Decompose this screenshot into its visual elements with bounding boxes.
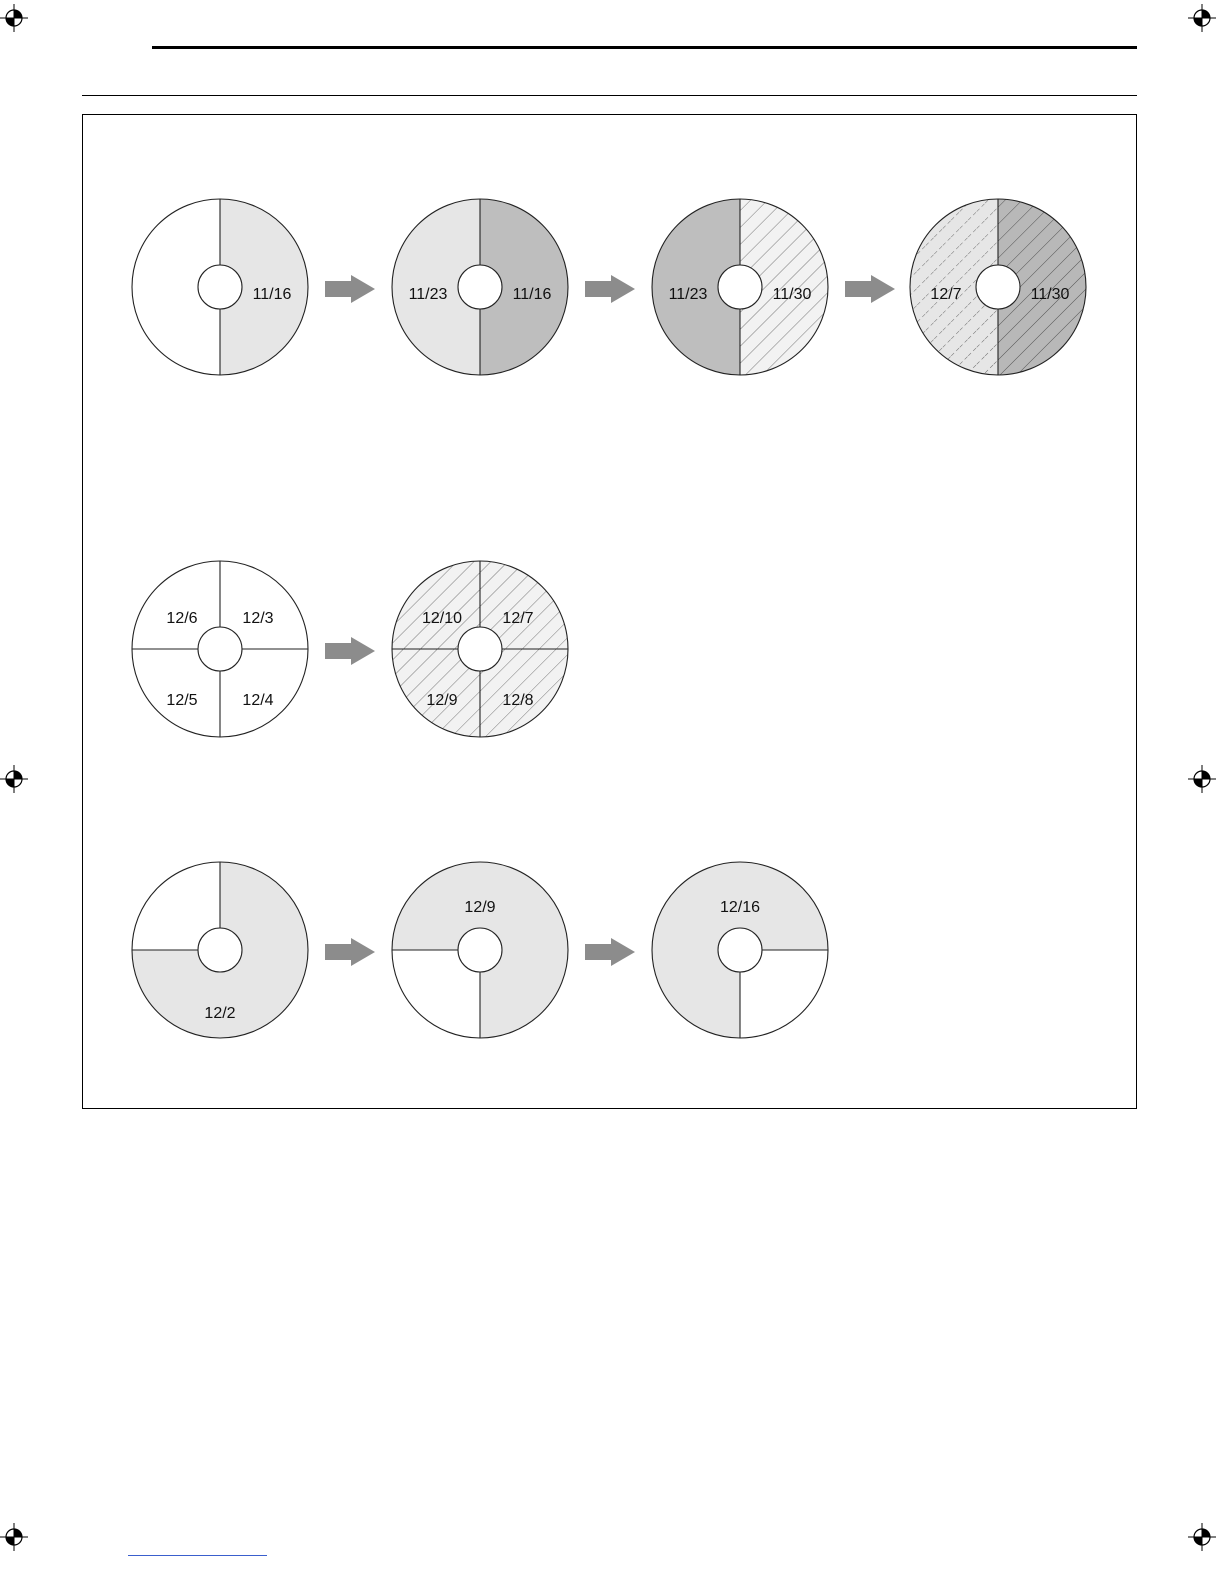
disc-center-hole [458,627,502,671]
disc-date-label: 12/4 [242,692,273,709]
disc-center-hole [198,265,242,309]
disc-center-hole [976,265,1020,309]
arrow-right-icon [585,938,635,966]
disc-date-label: 12/7 [930,286,961,303]
disc: 12/6 12/3 12/5 12/4 [132,561,308,737]
disc: 12/2 [132,862,308,1038]
disc-date-label: 12/10 [422,610,462,627]
arrow-right-icon [845,275,895,303]
disc: 12/9 [392,862,568,1038]
disc-date-label: 11/23 [409,286,448,303]
disc-date-label: 12/16 [720,899,760,916]
arrow-right-icon [325,275,375,303]
disc: 12/16 [652,862,828,1038]
disc-date-label: 11/23 [669,286,708,303]
disc-center-hole [198,627,242,671]
disc-date-label: 11/16 [253,286,292,303]
arrow-right-icon [585,275,635,303]
disc-date-label: 12/9 [464,899,495,916]
disc-center-hole [458,265,502,309]
arrow-right-icon [325,637,375,665]
disc: 12/10 12/7 12/9 12/8 [392,561,568,737]
disc-center-hole [718,265,762,309]
disc-date-label: 12/9 [426,692,457,709]
disc-date-label: 12/2 [204,1005,235,1022]
disc-date-label: 11/30 [773,286,812,303]
disc-center-hole [718,928,762,972]
disc-center-hole [198,928,242,972]
disc: 12/7 11/30 [910,199,1086,375]
disc-date-label: 11/16 [513,286,552,303]
disc-date-label: 11/30 [1031,286,1070,303]
disc-date-label: 12/3 [242,610,273,627]
arrow-right-icon [325,938,375,966]
disc-date-label: 12/5 [166,692,197,709]
disc-date-label: 12/7 [502,610,533,627]
disc: 11/16 [132,199,308,375]
disc-date-label: 12/8 [502,692,533,709]
disc: 11/23 11/30 [652,199,828,375]
disc: 11/23 11/16 [392,199,568,375]
disc-date-label: 12/6 [166,610,197,627]
disc-center-hole [458,928,502,972]
